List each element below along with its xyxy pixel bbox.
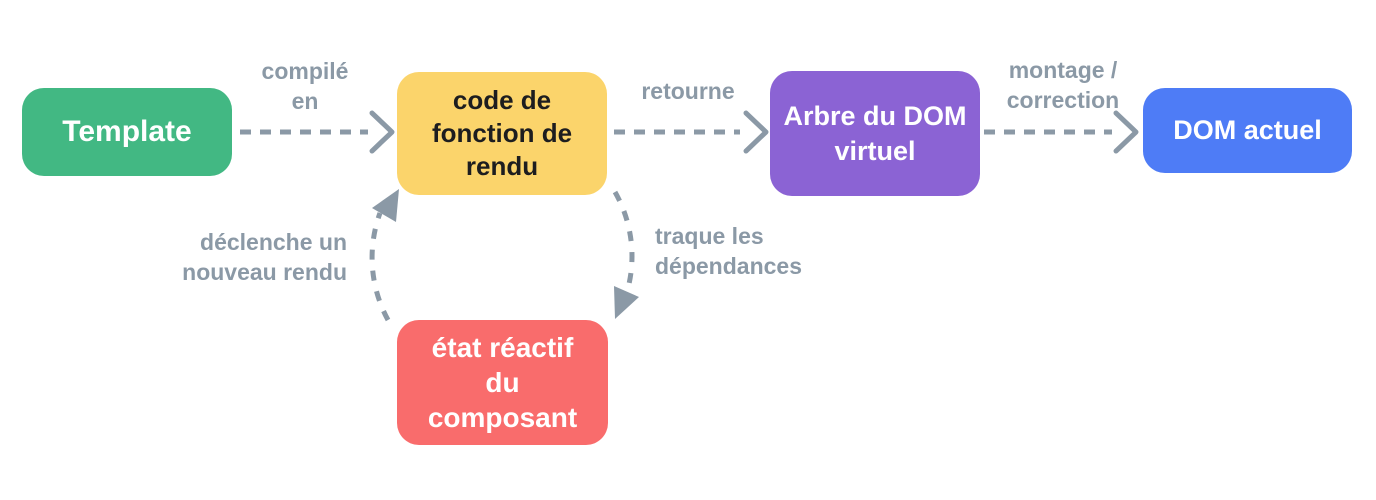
edge-label-mount-patch: montage / correction: [1006, 57, 1120, 113]
dashed-arc: [369, 212, 391, 322]
arrow-render-code-to-state-arc: [612, 190, 639, 319]
edge-label-returns: retourne: [641, 78, 735, 104]
node-actual-dom: DOM actuel: [1143, 88, 1352, 173]
triangle-arrowhead-icon: [614, 286, 639, 319]
node-render-function-code: code de fonction de rendu: [397, 72, 607, 195]
chevron-arrowhead-icon: [1113, 110, 1139, 154]
node-virtual-dom-tree: Arbre du DOM virtuel: [770, 71, 980, 196]
triangle-arrowhead-icon: [372, 189, 399, 222]
chevron-arrowhead-icon: [369, 110, 395, 154]
edge-label-triggers-rerender: déclenche un nouveau rendu: [182, 229, 347, 285]
node-template: Template: [22, 88, 232, 176]
arrow-vdom-to-dom: [984, 110, 1139, 154]
node-reactive-state: état réactif du composant: [397, 320, 608, 445]
edge-label-tracks-dependencies: traque les dépendances: [655, 223, 802, 279]
arrow-template-to-render-code: [240, 110, 395, 154]
dashed-arc: [612, 190, 635, 285]
edge-label-compiled-into: compilé en: [261, 58, 349, 114]
chevron-arrowhead-icon: [743, 110, 769, 154]
arrow-state-to-render-code-arc: [369, 189, 399, 322]
arrow-render-code-to-vdom: [614, 110, 769, 154]
